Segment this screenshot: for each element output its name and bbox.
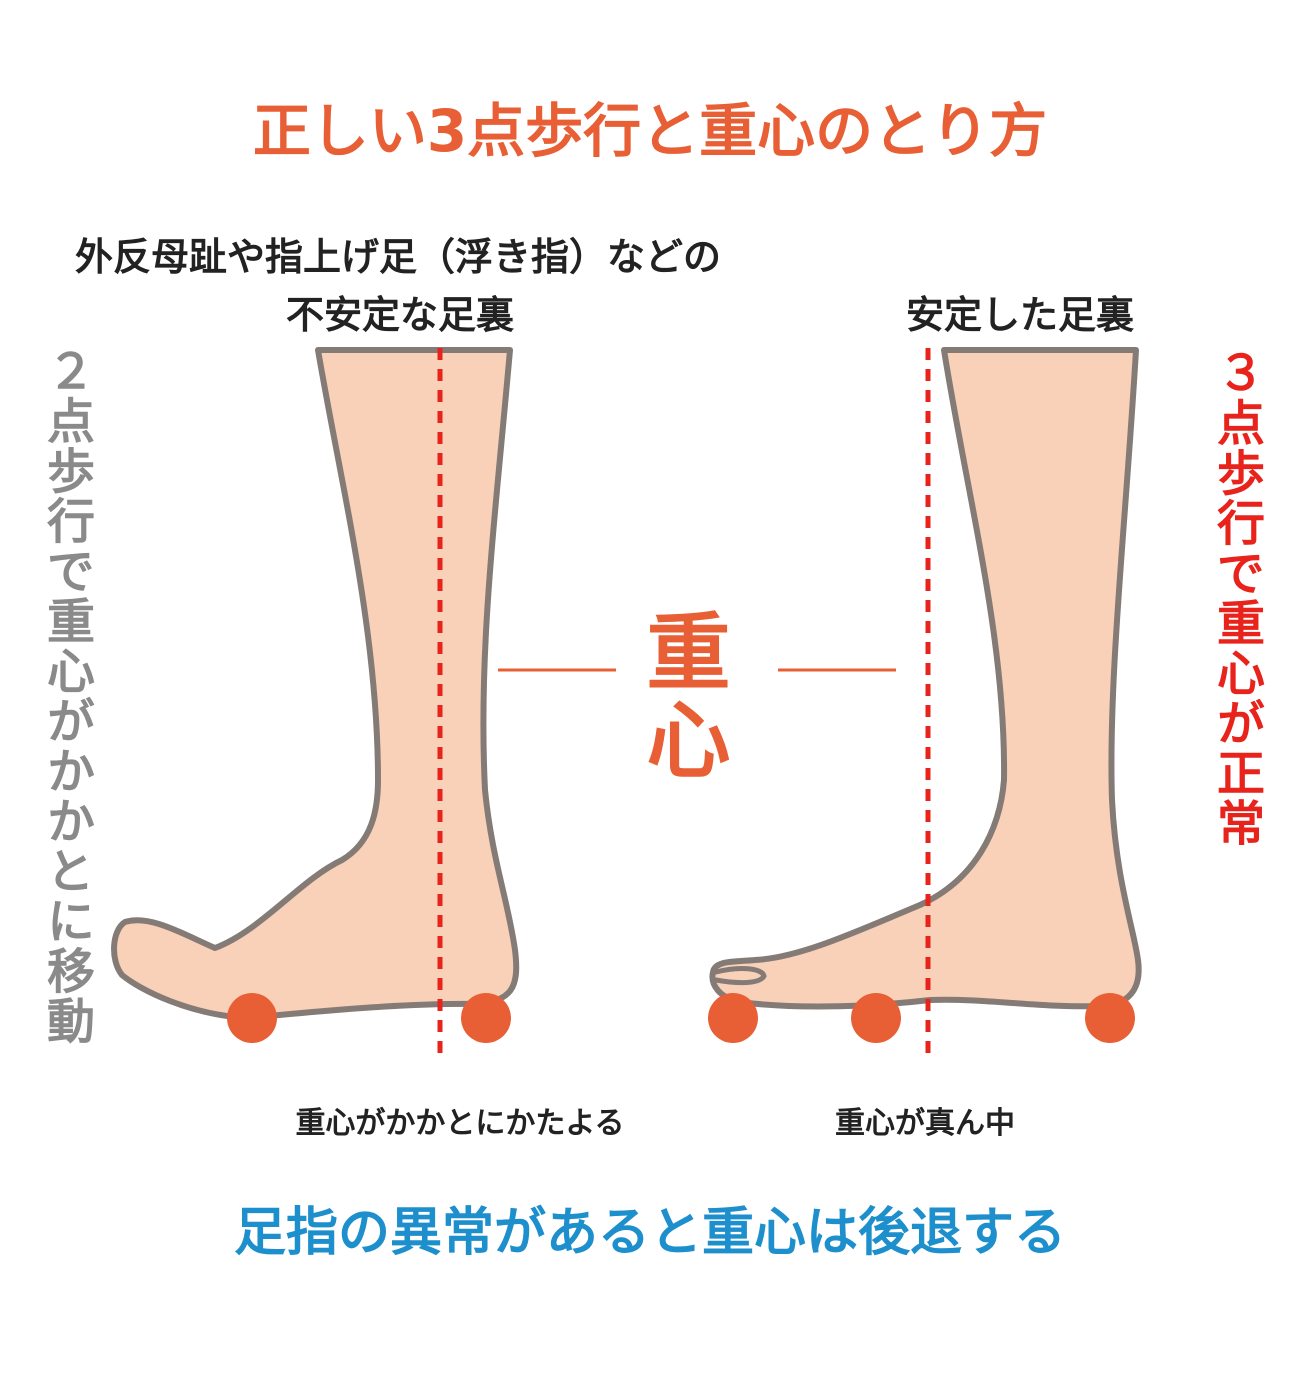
left-heading-line1: 外反母趾や指上げ足（浮き指）などの xyxy=(74,235,721,279)
left-caption: 重心がかかとにかたよる xyxy=(295,1106,625,1141)
right-foot-outline xyxy=(709,347,1142,1010)
right-foot-toe-detail xyxy=(713,966,767,986)
left-vertical-label: ２点歩行で重心がかかとに移動 xyxy=(38,346,94,1046)
right-caption: 重心が真ん中 xyxy=(835,1106,1015,1141)
right-contact-ball-dot xyxy=(851,993,901,1043)
bottom-statement: 足指の異常があると重心は後退する xyxy=(233,1203,1066,1263)
right-contact-toe-dot xyxy=(708,993,758,1043)
right-heading: 安定した足裏 xyxy=(905,293,1134,337)
left-foot-outline xyxy=(111,347,520,1021)
center-gravity-label: 重心 xyxy=(633,608,731,784)
left-contact-heel-dot xyxy=(461,993,511,1043)
left-heading-line2: 不安定な足裏 xyxy=(285,293,514,337)
right-vertical-label: ３点歩行で重心が正常 xyxy=(1208,348,1264,848)
right-contact-heel-dot xyxy=(1085,993,1135,1043)
diagram-title: 正しい3点歩行と重心のとり方 xyxy=(252,97,1048,165)
left-contact-toe-dot xyxy=(227,993,277,1043)
